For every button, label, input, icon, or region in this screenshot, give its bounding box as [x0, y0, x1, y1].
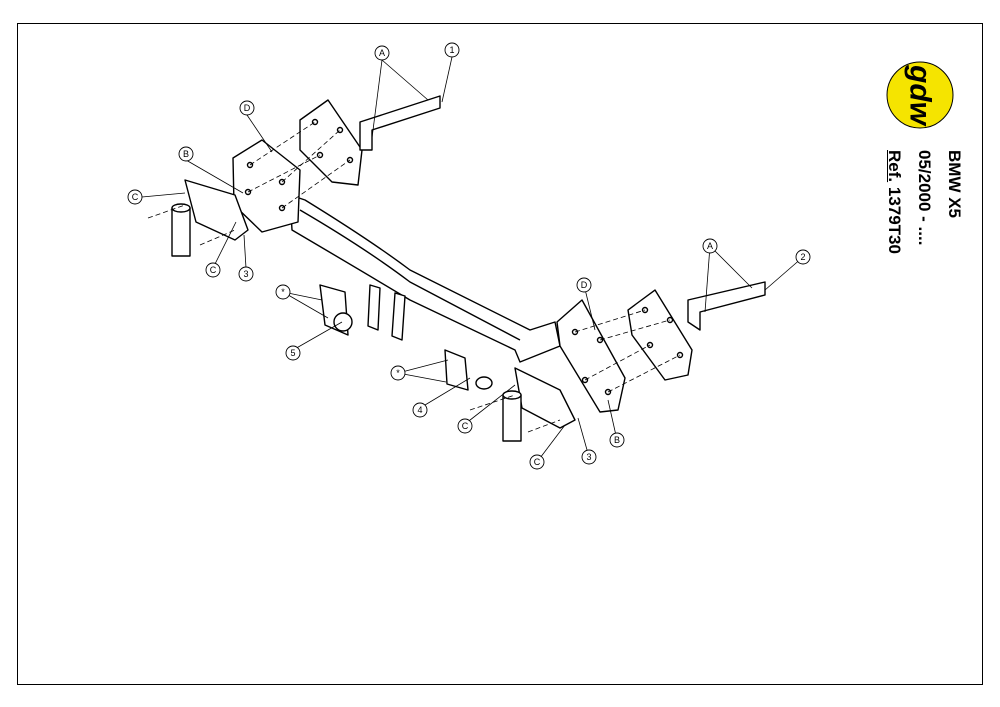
- callout-a-top: A: [379, 48, 385, 58]
- right-bracket-plate: [556, 299, 626, 413]
- callout-star-left: *: [281, 287, 285, 297]
- callout-d-left: D: [244, 103, 251, 113]
- drawing-frame: [17, 23, 983, 685]
- callout-star-mid: *: [396, 368, 400, 378]
- callout-3-right: 3: [586, 452, 591, 462]
- callout-2: 2: [800, 252, 805, 262]
- ref-line: Ref. 1379T30: [884, 150, 904, 254]
- callout-c-mid: C: [462, 421, 469, 431]
- callout-3-left: 3: [243, 269, 248, 279]
- logo-text: gdw: [904, 64, 937, 127]
- gdw-logo: gdw: [886, 61, 954, 129]
- callout-1: 1: [449, 45, 454, 55]
- left-lower-bracket: [184, 179, 249, 241]
- right-rail: [687, 281, 766, 331]
- date-text: 05/2000 - ....: [915, 150, 934, 246]
- left-rail: [359, 95, 441, 151]
- callout-b-left: B: [183, 149, 189, 159]
- main-crossbeam: [289, 194, 561, 363]
- callout-c-right: C: [534, 457, 541, 467]
- callout-a-right: A: [707, 241, 713, 251]
- callout-c-left2: C: [210, 265, 217, 275]
- callout-d-right: D: [581, 280, 588, 290]
- left-mounting-plate: [299, 99, 363, 186]
- callout-5: 5: [290, 348, 295, 358]
- right-mounting-plate: [627, 289, 693, 381]
- ref-label: Ref.: [885, 150, 904, 183]
- callout-c-left1: C: [132, 192, 139, 202]
- model-text: BMW X5: [945, 150, 964, 218]
- center-flange-right: [444, 349, 469, 391]
- ref-number: 1379T30: [885, 186, 904, 254]
- right-lower-bracket: [514, 367, 576, 429]
- callout-b-right: B: [614, 435, 620, 445]
- callout-4: 4: [417, 405, 422, 415]
